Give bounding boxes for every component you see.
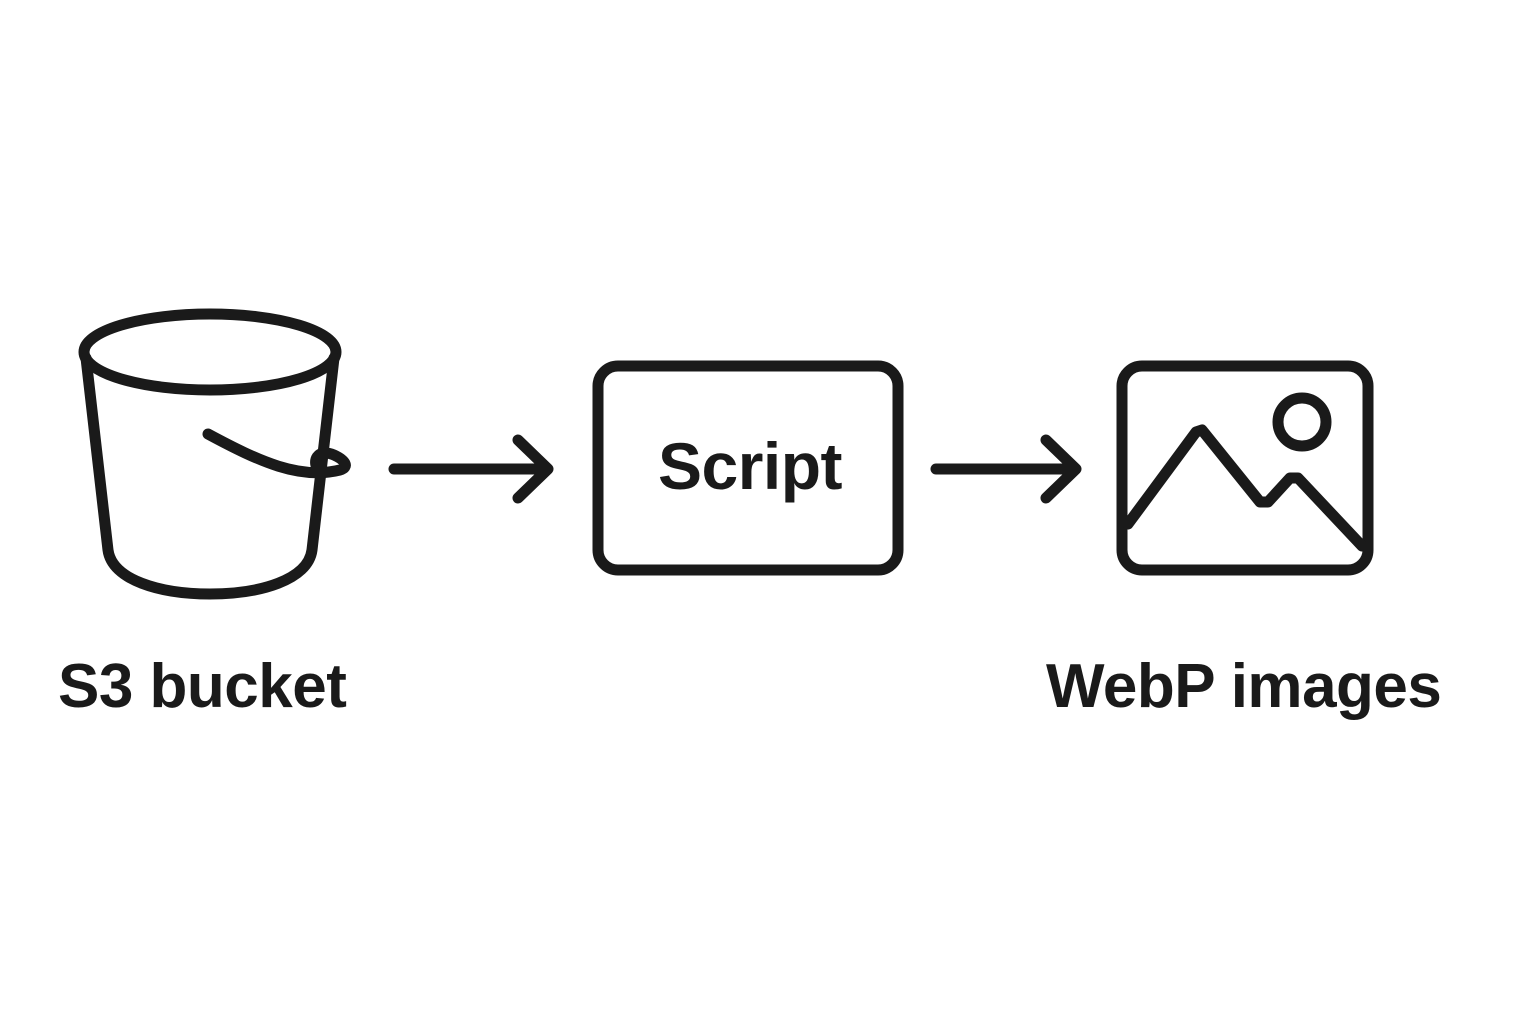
bucket-handle [202, 428, 351, 480]
arrow-head [512, 434, 554, 504]
sun-icon [1272, 392, 1332, 452]
s3-bucket-label: S3 bucket [58, 652, 347, 721]
image-icon [1116, 360, 1374, 576]
arrow-script-to-output [930, 434, 1082, 504]
arrow-source-to-script [388, 434, 554, 504]
script-box [592, 360, 904, 576]
image-frame [1116, 360, 1374, 576]
bucket-body [80, 352, 340, 600]
arrow-head [1040, 434, 1082, 504]
mountain-icon [1122, 424, 1368, 552]
script-label: Script [657, 429, 843, 503]
bucket-icon [78, 308, 351, 600]
webp-images-label: WebP images [1046, 652, 1442, 721]
bucket-rim [78, 308, 342, 396]
